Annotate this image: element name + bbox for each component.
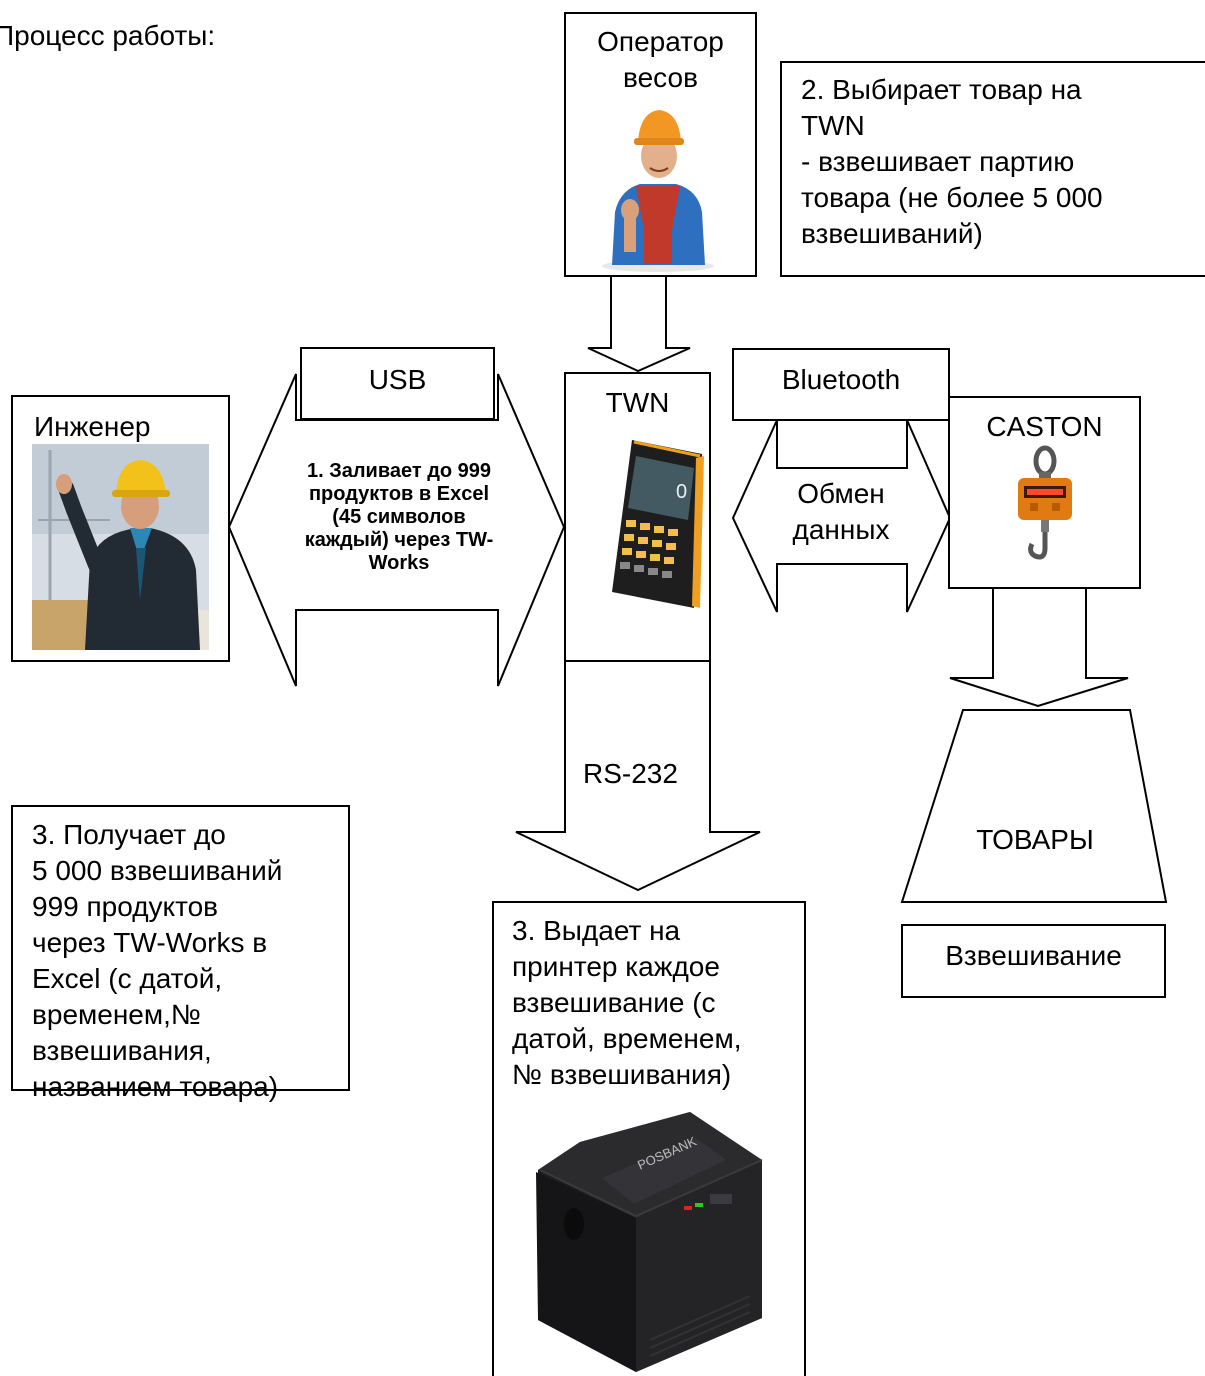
- step2-box: [780, 61, 1205, 277]
- caston-to-goods-arrow: [949, 587, 1129, 708]
- step3-printer-text: 3. Выдает на принтер каждое взвешивание …: [512, 915, 742, 1090]
- caston-label: CASTON: [986, 411, 1103, 442]
- weighing-label: Взвешивание: [945, 940, 1122, 971]
- handheld-indicator-device-icon: 0: [612, 440, 704, 608]
- engineer-label: Инженер: [34, 411, 151, 442]
- goods-trapezoid: [900, 709, 1168, 903]
- bluetooth-box: [732, 348, 950, 421]
- weighing-box: [901, 924, 1166, 998]
- usb-label: USB: [368, 364, 427, 395]
- engineer-hardhat-icon: [32, 444, 209, 650]
- rs232-arrow: [515, 660, 761, 892]
- operator-to-twn-arrow: [587, 275, 691, 373]
- operator-label: Оператор весов: [597, 26, 724, 93]
- goods-label: ТОВАРЫ: [976, 824, 1094, 855]
- process-heading: Процесс работы:: [0, 20, 216, 51]
- crane-scale-hook-icon: [1018, 445, 1072, 560]
- receipt-printer-icon: POSBANK: [536, 1112, 763, 1372]
- data-exchange-label: Обмен данных: [792, 478, 890, 545]
- step2-text: 2. Выбирает товар на TWN - взвешивает па…: [801, 74, 1103, 249]
- step3-left-text: 3. Получает до 5 000 взвешиваний 999 про…: [32, 819, 283, 1102]
- step3-left-box: [11, 805, 350, 1091]
- step1-text: 1. Заливает до 999 продуктов в Excel (45…: [304, 460, 494, 574]
- worker-hardhat-thumbs-up-icon: [602, 110, 714, 272]
- usb-box: [300, 347, 495, 420]
- rs232-label: RS-232: [583, 758, 678, 789]
- twn-label: TWN: [605, 387, 670, 418]
- svg-text:0: 0: [676, 481, 687, 503]
- bluetooth-label: Bluetooth: [781, 364, 901, 395]
